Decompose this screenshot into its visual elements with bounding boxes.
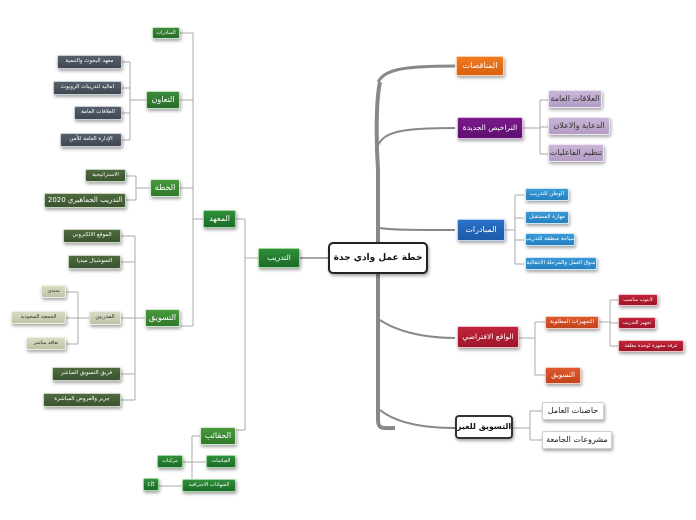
- certificates-sub-node[interactable]: cit: [143, 478, 159, 491]
- trainers-item[interactable]: منتدى: [41, 285, 66, 298]
- trainers-item[interactable]: تعاقد مباشر: [26, 337, 66, 350]
- vr-item[interactable]: تجهيز التدريب: [618, 317, 656, 329]
- marketing-others-item[interactable]: حاضنات العامل: [542, 402, 604, 420]
- marketing-others-item[interactable]: مشروعات الجامعة: [542, 431, 612, 449]
- marketing-item[interactable]: جرير والعروض المباشرة: [43, 393, 121, 407]
- vr-item[interactable]: لابتوب مناسب: [618, 294, 658, 306]
- licenses-item[interactable]: تنظيم الفاعليات: [548, 144, 604, 162]
- licenses-item[interactable]: العلاقات العامة: [548, 90, 602, 108]
- licenses-sub-node[interactable]: مركبات: [157, 455, 183, 468]
- initiatives-item[interactable]: الوطن للتدريب: [525, 188, 569, 201]
- cooperation-item[interactable]: اماليد لتدريبات الروبوت: [53, 81, 122, 95]
- equipped-rooms-node[interactable]: التجهيزات المطلوبة: [545, 316, 599, 329]
- cooperation-node[interactable]: التعاون: [146, 91, 180, 109]
- tenders-node[interactable]: المناقصات: [456, 56, 504, 76]
- plan-item[interactable]: الاستراتيجية: [85, 169, 126, 182]
- certificates-node[interactable]: الشهادات الاحترافية: [182, 479, 236, 492]
- initiatives-node[interactable]: المبادرات: [457, 219, 505, 241]
- bag-node[interactable]: الحقائب: [200, 427, 236, 445]
- cooperation-item[interactable]: معهد البحوث والتنمية: [57, 55, 122, 69]
- trainers-node[interactable]: المدربين: [89, 311, 121, 325]
- initiatives-item[interactable]: سوق العمل والمرحلة الانتقالية: [525, 257, 597, 270]
- cooperation-item[interactable]: الإدارة العامة للأمن: [60, 133, 122, 147]
- licenses-node[interactable]: القياسات: [206, 455, 236, 468]
- marketing-item[interactable]: الموقع الالكتروني: [63, 229, 121, 243]
- institute-node[interactable]: المعهد: [203, 210, 236, 228]
- new-licenses-node[interactable]: التراخيص الجديدة: [457, 117, 523, 139]
- plan-item[interactable]: التدريب الجماهيري 2020: [44, 193, 126, 208]
- vr-item[interactable]: غرفة مجهزة لوحدة مغلقة: [618, 340, 684, 352]
- initiatives-small-node[interactable]: المبادرات: [152, 27, 180, 39]
- training-node[interactable]: التدريب: [258, 248, 300, 268]
- marketing-item[interactable]: السوشيال ميديا: [68, 255, 121, 269]
- licenses-item[interactable]: الدعاية والاعلان: [548, 117, 610, 135]
- marketing-node[interactable]: التسويق: [145, 309, 180, 327]
- cooperation-item[interactable]: العلاقات العامة: [74, 106, 122, 120]
- vr-marketing-node[interactable]: التسويق: [545, 367, 581, 384]
- plan-node[interactable]: الخطة: [150, 179, 180, 197]
- marketing-item[interactable]: فريق التسويق المباشر: [52, 367, 121, 381]
- initiatives-item[interactable]: مهارة المستقبل: [525, 211, 569, 224]
- initiatives-item[interactable]: سياحة منطقة للتدريب: [525, 233, 575, 246]
- virtual-reality-node[interactable]: الواقع الافتراضي: [457, 326, 519, 348]
- center-node[interactable]: خطة عمل وادي جدة: [328, 242, 428, 274]
- marketing-others-node[interactable]: التسويق للغير: [455, 415, 513, 439]
- trainers-item[interactable]: الجمعية السعودية: [11, 311, 66, 324]
